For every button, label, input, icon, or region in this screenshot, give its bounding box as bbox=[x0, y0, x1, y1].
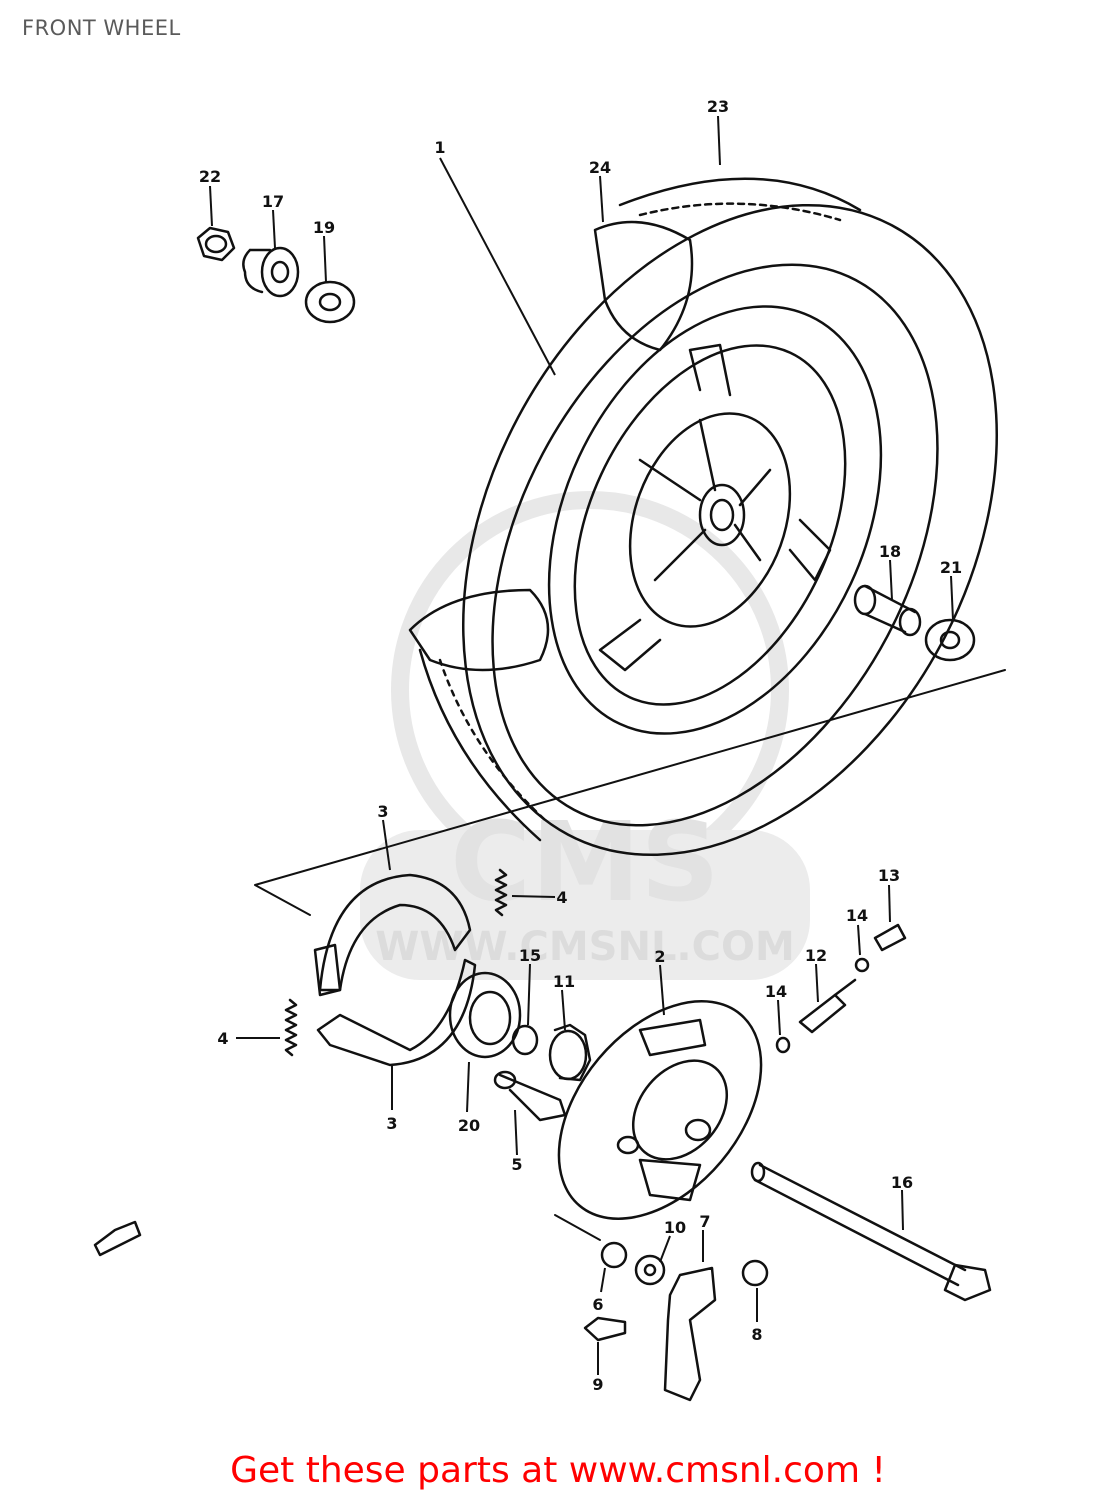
bolt-part-9 bbox=[583, 1316, 627, 1342]
circlip-part-15 bbox=[511, 1024, 539, 1056]
callout-19: 19 bbox=[313, 218, 335, 237]
brake-lever-part-7 bbox=[663, 1266, 717, 1402]
callout-21: 21 bbox=[940, 558, 962, 577]
washer-part-14-lower bbox=[775, 1036, 791, 1054]
callout-23: 23 bbox=[707, 97, 729, 116]
page-title: FRONT WHEEL bbox=[22, 16, 181, 40]
brake-panel-part-2 bbox=[557, 1000, 763, 1220]
callout-3-lower: 3 bbox=[386, 1114, 397, 1133]
fitting-part-13 bbox=[873, 923, 907, 952]
brake-shoe-part-3-lower bbox=[316, 958, 477, 1067]
brake-shoe-part-3-upper bbox=[313, 873, 472, 997]
washer-part-14-upper bbox=[854, 957, 870, 973]
callout-18: 18 bbox=[879, 542, 901, 561]
callout-4-lower: 4 bbox=[217, 1029, 228, 1048]
callout-1: 1 bbox=[434, 138, 445, 157]
watermark-logo-text: CMS bbox=[450, 798, 719, 926]
washer-part-6 bbox=[600, 1241, 628, 1269]
callout-9: 9 bbox=[592, 1375, 603, 1394]
nut-part-22 bbox=[196, 226, 236, 262]
spring-part-4-upper bbox=[494, 868, 508, 917]
brake-cam-part-5 bbox=[493, 1070, 567, 1122]
callout-10: 10 bbox=[664, 1218, 686, 1237]
inner-tube-part-24 bbox=[408, 220, 694, 672]
callout-4-upper: 4 bbox=[556, 888, 567, 907]
callout-16: 16 bbox=[891, 1173, 913, 1192]
nut-part-8 bbox=[741, 1259, 769, 1287]
callout-14-lower: 14 bbox=[765, 982, 787, 1001]
callout-7: 7 bbox=[699, 1212, 710, 1231]
callout-14-upper: 14 bbox=[846, 906, 868, 925]
fitting-part-12 bbox=[798, 978, 857, 1034]
callout-17: 17 bbox=[262, 192, 284, 211]
footer-link[interactable]: Get these parts at www.cmsnl.com ! bbox=[230, 1450, 886, 1491]
callout-12: 12 bbox=[805, 946, 827, 965]
tire-part-23 bbox=[418, 177, 998, 857]
callout-8: 8 bbox=[751, 1325, 762, 1344]
spring-part-4-lower bbox=[284, 998, 298, 1057]
callout-22: 22 bbox=[199, 167, 221, 186]
oil-seal-part-20 bbox=[448, 971, 522, 1059]
bearing-part-19 bbox=[304, 280, 356, 324]
washer-part-10 bbox=[634, 1254, 666, 1286]
gear-part-11 bbox=[548, 1023, 592, 1082]
front-arrow bbox=[93, 1220, 142, 1257]
axle-part-16 bbox=[750, 1161, 992, 1302]
callout-15: 15 bbox=[519, 946, 541, 965]
callout-5: 5 bbox=[511, 1155, 522, 1174]
callout-11: 11 bbox=[553, 972, 575, 991]
callout-24: 24 bbox=[589, 158, 611, 177]
collar-part-17 bbox=[242, 246, 300, 298]
callout-2: 2 bbox=[654, 947, 665, 966]
wheel-rim-part-1 bbox=[547, 305, 883, 735]
callout-13: 13 bbox=[878, 866, 900, 885]
watermark-url-text: WWW.CMSNL.COM bbox=[375, 924, 795, 970]
bearing-part-21 bbox=[924, 618, 976, 662]
spacer-part-18 bbox=[853, 584, 922, 637]
callout-6: 6 bbox=[592, 1295, 603, 1314]
callout-3-upper: 3 bbox=[377, 802, 388, 821]
callout-20: 20 bbox=[458, 1116, 480, 1135]
